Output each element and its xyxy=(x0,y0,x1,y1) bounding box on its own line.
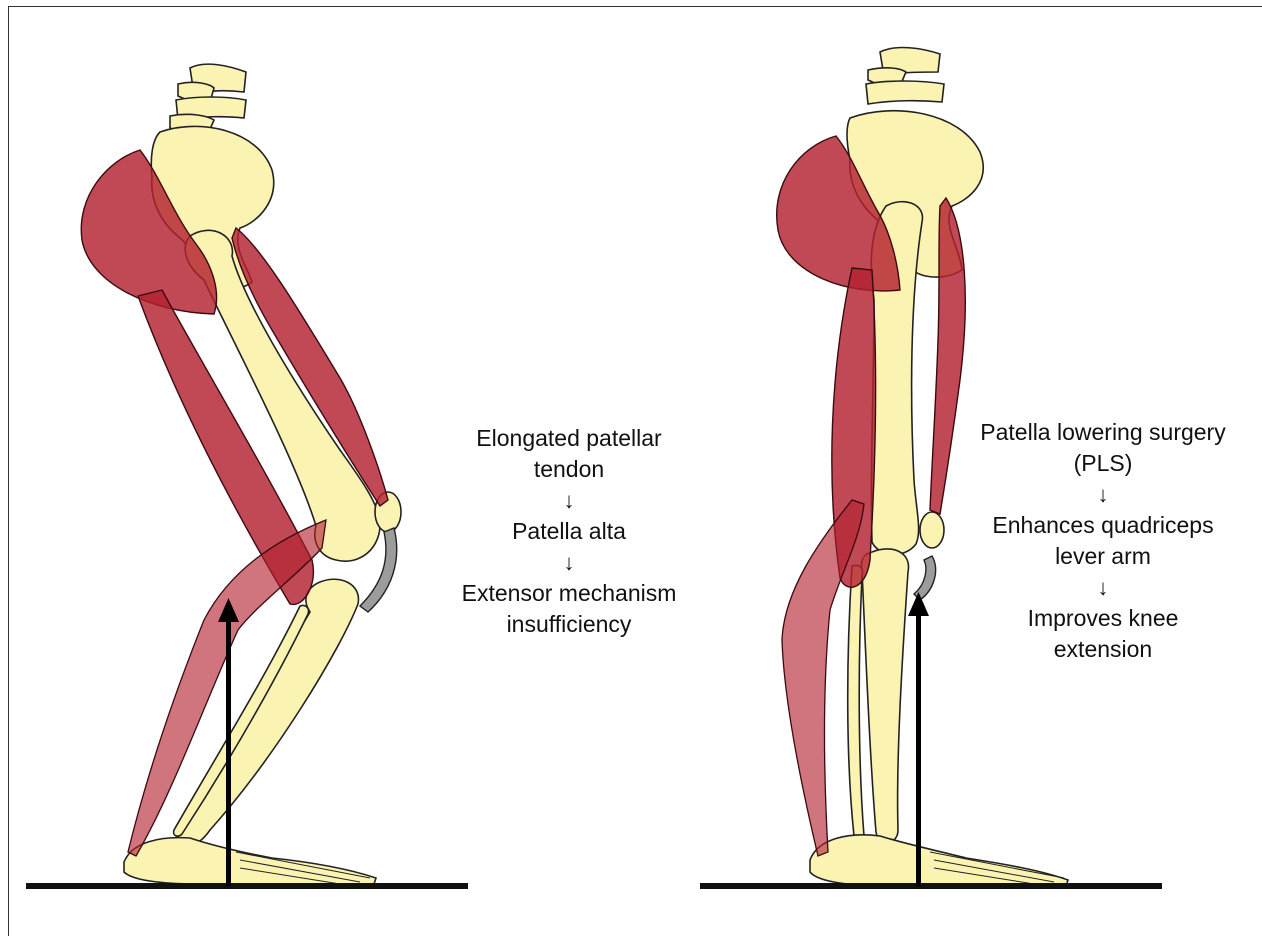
down-arrow-icon: ↓ xyxy=(980,572,1226,603)
left-figure-crouch xyxy=(81,64,401,885)
right-caption-line-2: Enhances quadriceps lever arm xyxy=(992,512,1213,569)
down-arrow-icon: ↓ xyxy=(438,485,700,516)
right-caption-line-3: Improves knee extension xyxy=(1028,605,1179,662)
right-caption: Patella lowering surgery (PLS) ↓ Enhance… xyxy=(980,417,1226,665)
left-caption: Elongated patellar tendon ↓ Patella alta… xyxy=(438,423,700,640)
down-arrow-icon: ↓ xyxy=(980,479,1226,510)
left-caption-line-1: Elongated patellar tendon xyxy=(476,425,661,482)
left-tibia xyxy=(176,579,358,846)
right-caption-line-1: Patella lowering surgery (PLS) xyxy=(980,419,1225,476)
left-ground-line xyxy=(26,883,468,889)
down-arrow-icon: ↓ xyxy=(438,547,700,578)
right-patella xyxy=(920,512,944,548)
left-caption-line-3: Extensor mechanism insufficiency xyxy=(462,580,677,637)
left-lumbar-spine xyxy=(170,64,246,134)
right-fibula xyxy=(848,565,864,840)
right-tibia xyxy=(861,549,908,842)
right-lumbar-spine xyxy=(866,48,944,104)
right-ground-line xyxy=(700,883,1162,889)
right-patellar-tendon xyxy=(914,556,936,600)
left-caption-line-2: Patella alta xyxy=(512,518,626,544)
right-ground-reaction-arrow-icon xyxy=(908,592,929,886)
